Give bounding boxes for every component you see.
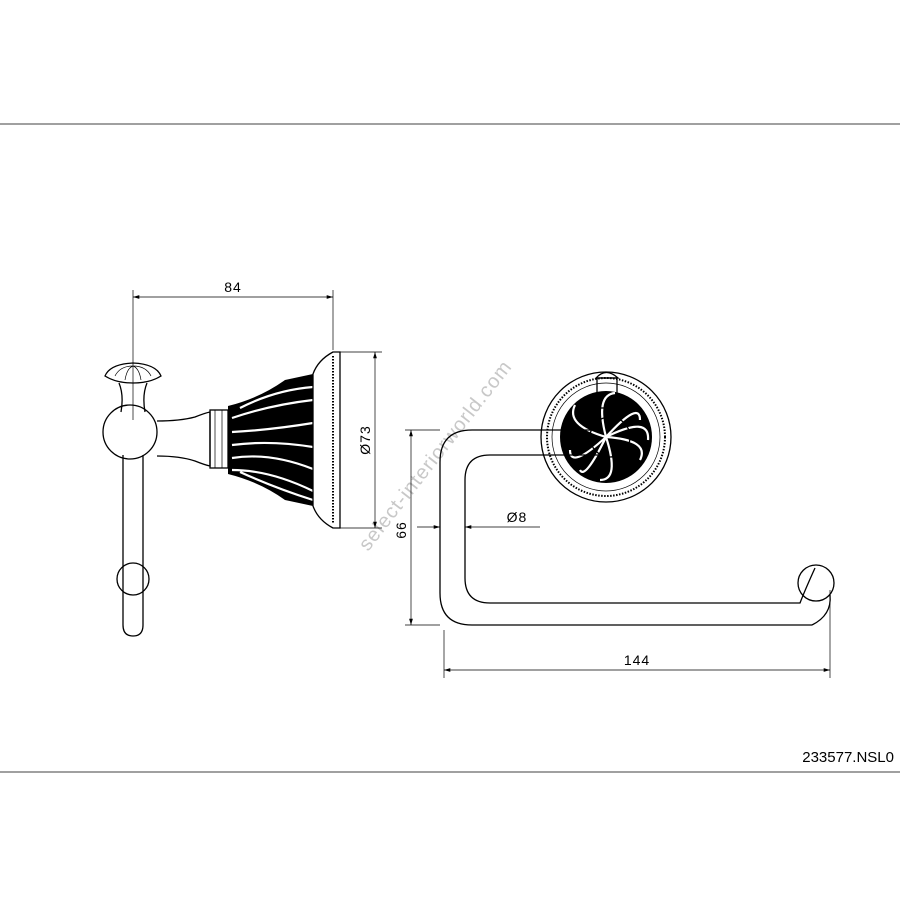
dimension-144-label: 144 <box>624 652 650 668</box>
dimension-66-label: 66 <box>393 521 409 539</box>
dimension-73-label: Ø73 <box>357 425 373 454</box>
dimension-8-label: Ø8 <box>507 509 528 525</box>
dimension-84-label: 84 <box>224 279 242 295</box>
side-view: 84 Ø73 <box>102 279 382 637</box>
front-view: 66 Ø8 144 <box>393 371 835 678</box>
product-code: 233577.NSL0 <box>802 749 894 766</box>
